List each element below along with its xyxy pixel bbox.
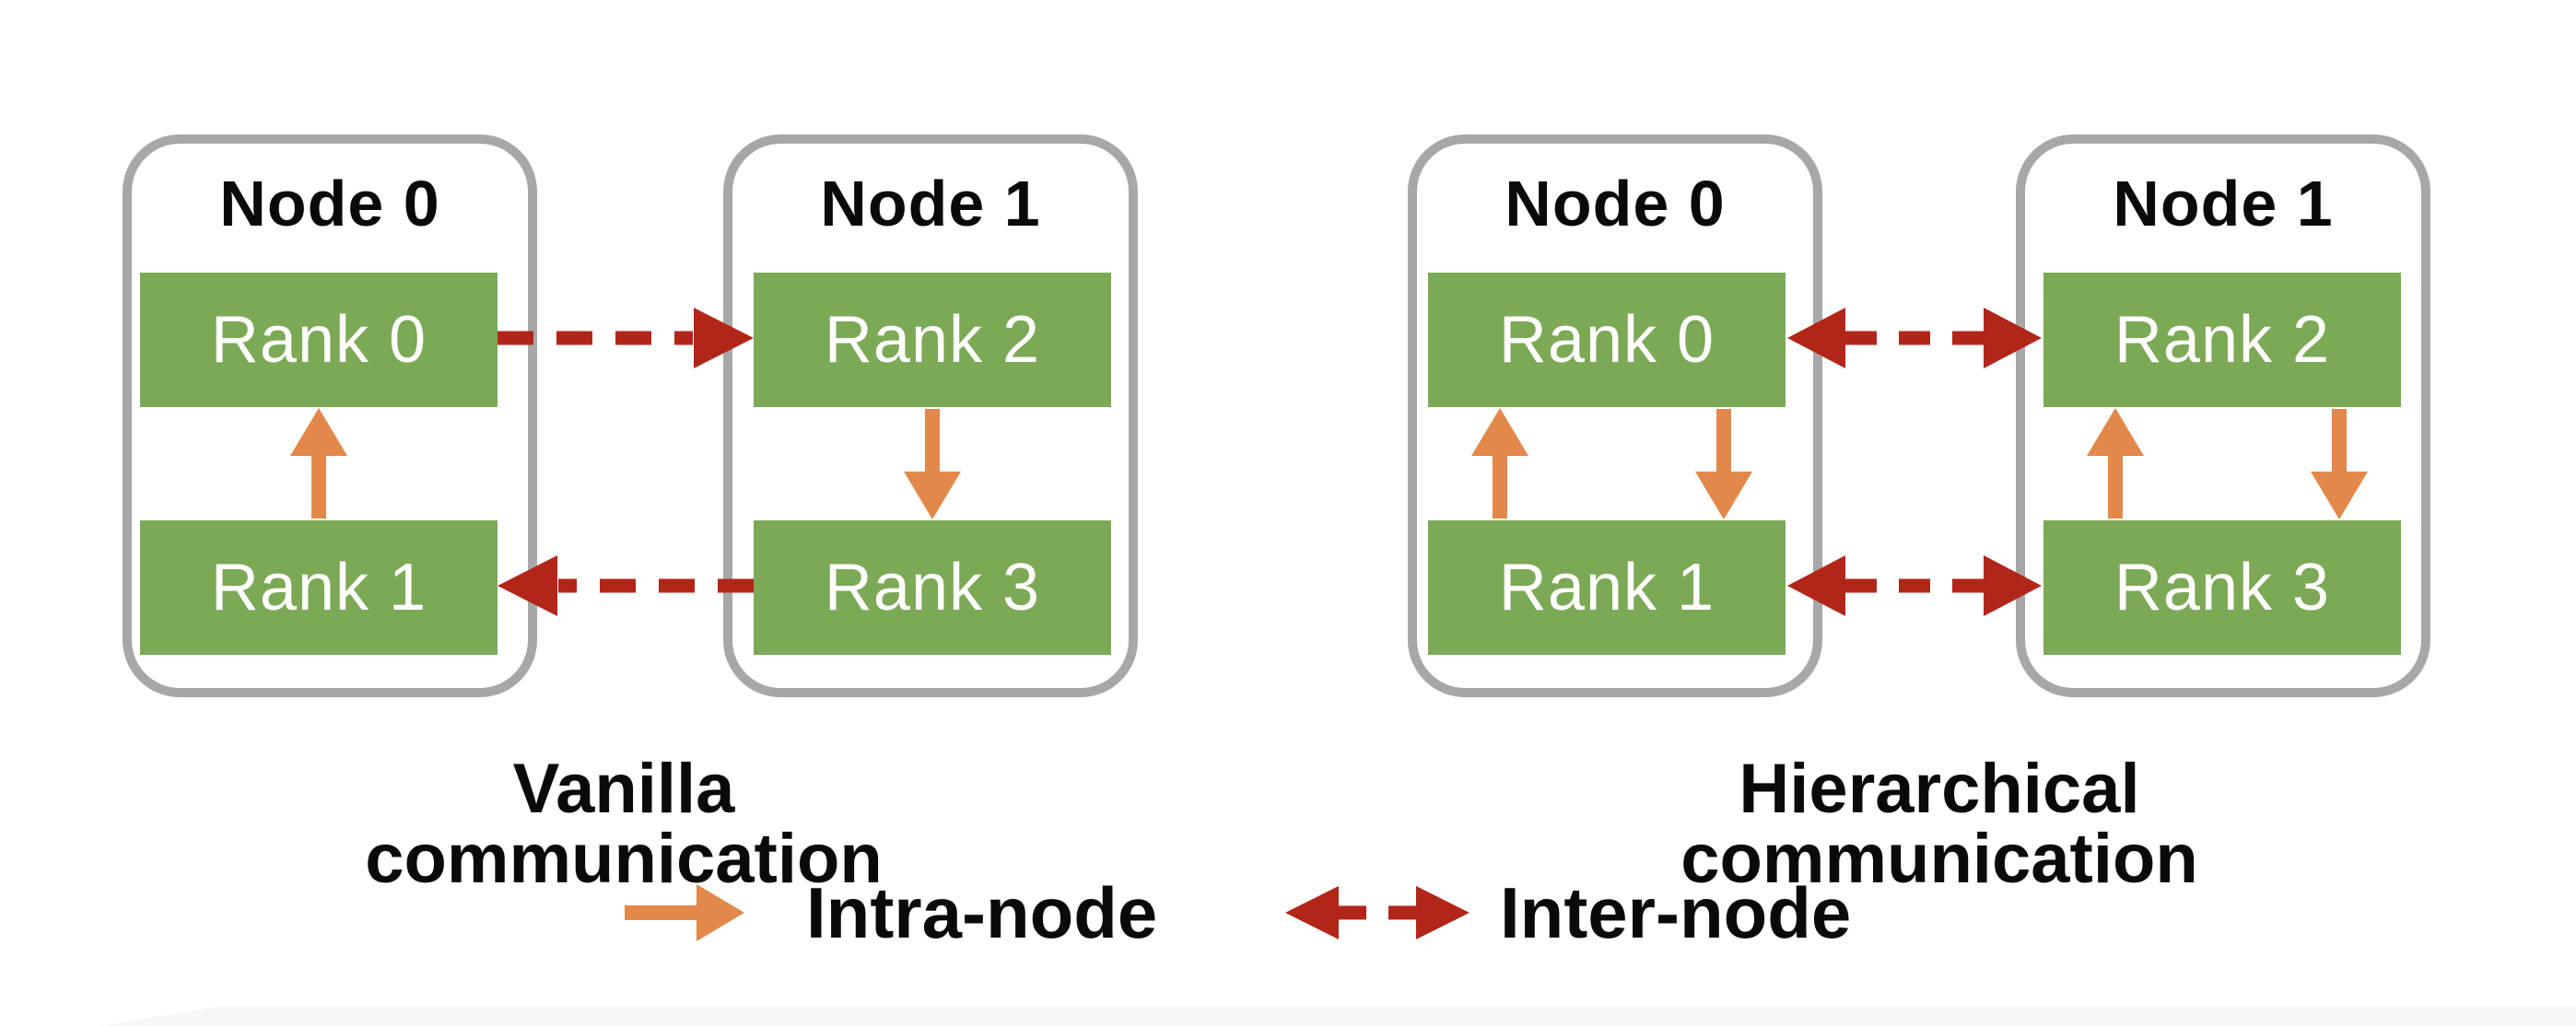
rank-box-3-vanilla: Rank 3 xyxy=(754,520,1111,655)
node-label: Node 0 xyxy=(219,168,440,239)
node-label: Node 0 xyxy=(1505,168,1726,239)
legend-label-intra-node: Intra-node xyxy=(806,872,1158,953)
inter-node-biarrow-r0-r2 xyxy=(1787,308,2042,368)
rank-box-0-vanilla: Rank 0 xyxy=(140,273,498,407)
caption-hierarchical: Hierarchical communication xyxy=(1680,750,2198,898)
caption-vanilla: Vanilla communication xyxy=(365,750,883,898)
node-label: Node 1 xyxy=(2113,168,2334,239)
rank-box-3-hier: Rank 3 xyxy=(2043,520,2401,655)
rank-box-0-hier: Rank 0 xyxy=(1428,273,1786,407)
rank-box-2-hier: Rank 2 xyxy=(2043,273,2401,407)
rank-box-1-vanilla: Rank 1 xyxy=(140,520,498,655)
rank-box-1-hier: Rank 1 xyxy=(1428,520,1786,655)
page-edge-band xyxy=(100,1007,2576,1026)
node-label: Node 1 xyxy=(820,168,1041,239)
legend-label-inter-node: Inter-node xyxy=(1500,872,1852,953)
inter-node-arrow-icon xyxy=(1285,886,1469,939)
inter-node-biarrow-r1-r3 xyxy=(1787,555,2042,616)
rank-box-2-vanilla: Rank 2 xyxy=(754,273,1111,407)
